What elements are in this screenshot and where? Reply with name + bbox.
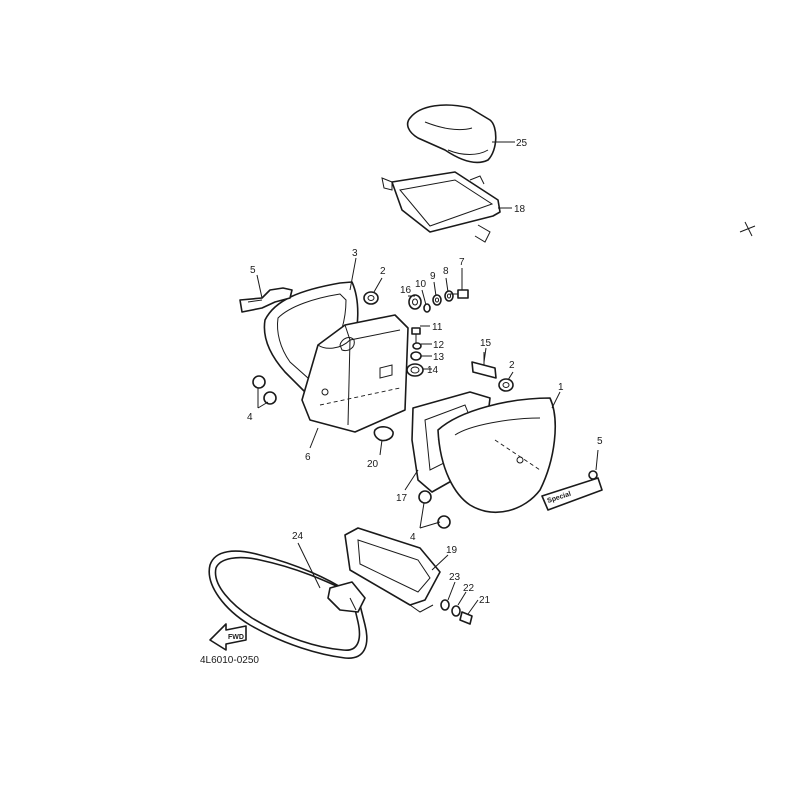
callout-24: 24 [292, 531, 304, 542]
part-12-nut [412, 342, 422, 350]
part-18-tray [381, 171, 756, 243]
callout-7: 7 [459, 257, 465, 268]
part-22-washer [451, 605, 461, 617]
callout-23: 23 [449, 572, 461, 583]
part-10-washer [423, 303, 431, 313]
callout-13: 13 [433, 352, 445, 363]
callout-25: 25 [516, 138, 528, 149]
callout-4-right: 4 [410, 532, 416, 543]
part-8-washer [444, 290, 454, 302]
part-1-right-cover [437, 397, 556, 513]
callout-19: 19 [446, 545, 458, 556]
fwd-arrow-icon: FWD [209, 623, 247, 651]
callout-18: 18 [514, 204, 526, 215]
leader-lines [256, 141, 599, 615]
callout-14: 14 [427, 365, 439, 376]
callout-22: 22 [463, 583, 475, 594]
part-19-lower-tray [344, 527, 441, 613]
part-7-bolt [450, 289, 469, 299]
part-6-box [301, 314, 409, 433]
fwd-label: FWD [228, 634, 244, 641]
part-24-cable [208, 550, 368, 659]
callout-5-left: 5 [250, 265, 256, 276]
callout-6: 6 [305, 452, 311, 463]
part-15-bracket [471, 352, 497, 379]
part-25-pad [406, 104, 497, 164]
callout-2-right: 2 [509, 360, 515, 371]
part-11-screw [411, 327, 421, 344]
callout-2-left: 2 [380, 266, 386, 277]
part-5-emblem: Special [541, 470, 603, 511]
part-23-washer [440, 599, 450, 611]
part-2-grommet-right [498, 378, 514, 392]
part-20-rubber [373, 426, 394, 442]
callout-20: 20 [367, 459, 379, 470]
callout-3: 3 [352, 248, 358, 259]
callout-16: 16 [400, 285, 412, 296]
part-2-grommet-left [363, 291, 379, 305]
callout-labels: 25 18 3 5 2 16 10 9 8 7 11 12 13 14 15 2… [247, 138, 603, 606]
callout-15: 15 [480, 338, 492, 349]
callout-1: 1 [558, 382, 564, 393]
callout-9: 9 [430, 271, 436, 282]
part-16-collar [408, 294, 422, 310]
callout-11: 11 [432, 322, 443, 333]
part-5-left-bracket [239, 287, 293, 313]
diagram-code: 4L6010-0250 [200, 655, 259, 666]
callout-10: 10 [415, 279, 427, 290]
callout-5-right: 5 [597, 436, 603, 447]
part-21-screw [459, 611, 473, 625]
callout-12: 12 [433, 340, 445, 351]
part-4-right-grommets [418, 490, 451, 529]
part-14-grommet [406, 363, 424, 377]
callout-8: 8 [443, 266, 449, 277]
callout-21: 21 [479, 595, 491, 606]
callout-17: 17 [396, 493, 408, 504]
part-13-washer [410, 351, 422, 361]
part-9-washer [432, 294, 442, 306]
callout-4-left: 4 [247, 412, 253, 423]
part-4-left-grommets [252, 375, 277, 405]
